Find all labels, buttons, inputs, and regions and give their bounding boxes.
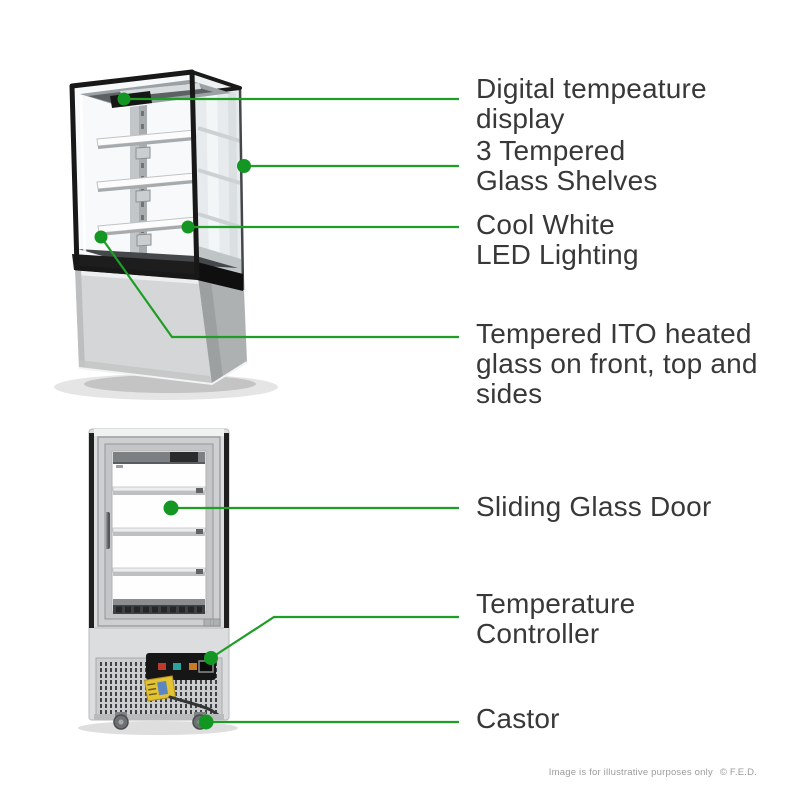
door-shelf-3 bbox=[112, 567, 206, 576]
annotation-dot-temperature-controller bbox=[204, 651, 218, 665]
shelf-underside bbox=[99, 224, 197, 236]
footer-disclaimer: Image is for illustrative purposes only ©… bbox=[549, 767, 757, 778]
rear-view-cabinet bbox=[78, 428, 238, 735]
led-bar bbox=[113, 452, 205, 462]
label-sliding-door: Sliding Glass Door bbox=[476, 491, 712, 522]
disclaimer-text: Image is for illustrative purposes only bbox=[548, 767, 713, 778]
annotation-line-temperature-controller bbox=[210, 615, 459, 659]
shelf-underside bbox=[98, 137, 196, 149]
label-digital-display: Digital tempeature display bbox=[476, 73, 707, 134]
front-view-cabinet bbox=[54, 69, 278, 400]
glass-shelf-1 bbox=[96, 129, 197, 160]
cabinet-shadow bbox=[54, 374, 278, 400]
door-shelf-2 bbox=[112, 527, 206, 536]
castor-hub bbox=[118, 719, 124, 725]
warning-label bbox=[144, 675, 177, 702]
glass-shelf-2 bbox=[96, 172, 197, 203]
base-front-panel bbox=[75, 268, 212, 384]
label-ito-glass: Tempered ITO heated glass on front, top … bbox=[476, 318, 758, 409]
copyright-text: © F.E.D. bbox=[719, 767, 757, 778]
side-shelf-reflection-1 bbox=[197, 126, 241, 143]
door-shelf-top bbox=[112, 486, 206, 492]
warning-label-lines bbox=[147, 682, 157, 696]
annotation-dot-digital-display bbox=[117, 92, 131, 106]
base-bottom-shade bbox=[79, 360, 212, 384]
shelf-underside bbox=[98, 180, 196, 192]
bottom-tray bbox=[113, 605, 205, 614]
bottom-tray-rim bbox=[113, 599, 205, 605]
door-shelf-edge bbox=[113, 532, 205, 536]
door-shelf-bracket bbox=[196, 529, 203, 534]
door-shelf-bracket bbox=[196, 569, 203, 574]
annotation-dot-castor bbox=[198, 714, 214, 730]
side-back-edge bbox=[238, 87, 245, 291]
shelf-bracket bbox=[135, 146, 151, 160]
label-glass-shelves: 3 Tempered Glass Shelves bbox=[476, 135, 658, 196]
hinge-mark-2 bbox=[212, 618, 221, 627]
base-bottom-edge bbox=[78, 361, 248, 386]
annotation-lines bbox=[100, 97, 459, 724]
door-shelf-edge bbox=[113, 491, 205, 495]
door-shelf-1 bbox=[112, 486, 206, 495]
annotation-dot-sliding-door bbox=[163, 500, 179, 516]
bottom-frame-band-side bbox=[197, 262, 243, 291]
front-frame bbox=[69, 69, 200, 280]
castor-left bbox=[113, 712, 129, 730]
label-temperature-controller: Temperature Controller bbox=[476, 588, 636, 649]
label-castor: Castor bbox=[476, 703, 560, 734]
label-led-lighting: Cool White LED Lighting bbox=[476, 209, 639, 270]
annotation-dots bbox=[94, 92, 251, 730]
led-clip bbox=[116, 465, 123, 468]
annotation-dot-ito-glass bbox=[94, 230, 108, 244]
top-band bbox=[94, 429, 224, 436]
side-glass-strip-left bbox=[89, 433, 94, 628]
controller-button-red bbox=[158, 663, 166, 670]
temperature-controller-panel bbox=[146, 653, 216, 680]
side-shelf-reflection-3 bbox=[197, 212, 241, 229]
side-lower-shade bbox=[198, 246, 242, 276]
side-shelf-reflection-2 bbox=[197, 168, 241, 185]
side-glass-strip-right bbox=[224, 433, 229, 628]
hinge-mark-1 bbox=[203, 618, 212, 627]
door-shelf-edge bbox=[113, 572, 205, 576]
annotation-dot-glass-shelves bbox=[237, 159, 251, 173]
shelf-bracket bbox=[135, 189, 151, 203]
led-bar-underline bbox=[113, 462, 205, 464]
body-bottom-strip bbox=[94, 714, 224, 720]
base-left-shade bbox=[75, 268, 85, 369]
annotation-line-ito-glass bbox=[100, 236, 459, 339]
door-shelf-top bbox=[112, 567, 206, 573]
power-cord bbox=[168, 695, 220, 717]
door-shelf-top bbox=[112, 527, 206, 533]
shelf-bracket bbox=[136, 233, 152, 247]
base-side-shade bbox=[198, 277, 223, 384]
annotation-dot-led-lighting bbox=[181, 220, 195, 234]
door-shelf-bracket bbox=[196, 488, 203, 493]
controller-button-orange bbox=[189, 663, 197, 670]
glass-left-reflection bbox=[79, 95, 87, 263]
warning-label-inset bbox=[157, 680, 169, 696]
door-handle-highlight bbox=[106, 512, 108, 549]
led-bar-dark-segment bbox=[170, 452, 198, 462]
controller-button-teal bbox=[173, 663, 181, 670]
